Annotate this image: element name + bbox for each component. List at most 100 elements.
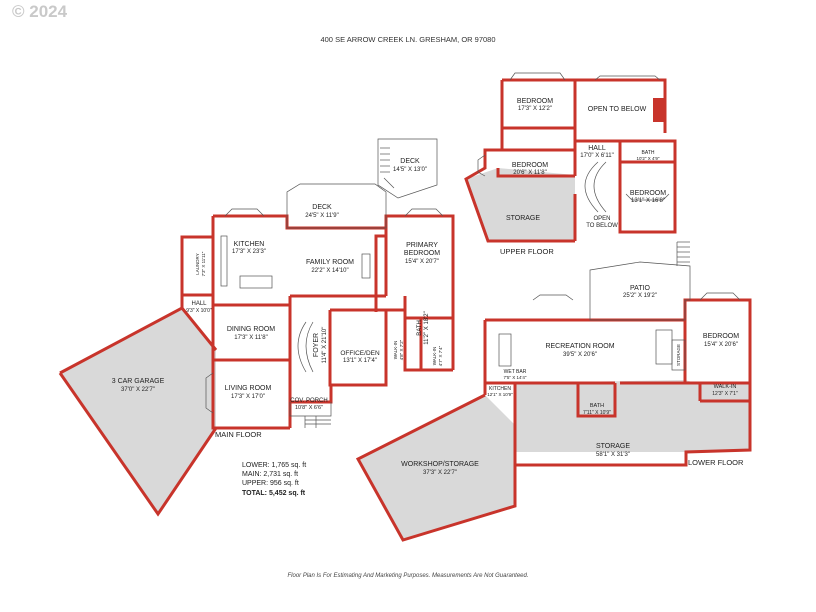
disclaimer-note: Floor Plan Is For Estimating And Marketi… (287, 573, 529, 579)
open-below-stair-name2: TO BELOW (586, 223, 618, 229)
kitchen-bay (224, 208, 265, 217)
bedroom-lower-name: BEDROOM (703, 333, 739, 340)
patio-dim: 25'2" X 19'2" (623, 293, 657, 299)
bedroom-up3-name: BEDROOM (630, 190, 666, 197)
deck-main-name: DECK (312, 204, 332, 211)
hall-up-name: HALL (588, 145, 606, 152)
garage-dim: 37'0" X 22'7" (121, 387, 155, 393)
property-address: 400 SE ARROW CREEK LN. GRESHAM, OR 97080 (320, 35, 496, 44)
copyright-watermark: © 2024 (12, 2, 68, 21)
office-dim: 13'1" X 17'4" (343, 358, 377, 364)
storage-lower-name: STORAGE (596, 443, 630, 450)
kitchen-counter (220, 235, 228, 287)
bedroom-up1-name: BEDROOM (517, 98, 553, 105)
deck-main-outline (286, 183, 387, 229)
laundry-name: LAUNDRY (195, 253, 200, 274)
storage-small-name: STORAGE (676, 344, 681, 366)
office-name: OFFICE/DEN (340, 350, 380, 357)
bath-primary-name: BATH (417, 320, 423, 336)
bath-lower-name: BATH (590, 403, 604, 409)
lower-floor-label: LOWER FLOOR (688, 458, 744, 467)
bath-up-dim: 10'2" X 4'9" (637, 156, 660, 161)
bedroom-up2-dim: 20'6" X 11'8" (513, 170, 546, 176)
upper-floor-walls (464, 78, 677, 243)
kitchen-island (239, 275, 273, 289)
bedroom-lower-dim: 15'4" X 20'6" (704, 342, 738, 348)
foyer-name: FOYER (313, 333, 320, 357)
open-below-bay (594, 75, 661, 81)
upper-bay (509, 72, 566, 81)
walkin2-name: WALK-IN (432, 347, 437, 366)
fireplace (361, 253, 371, 279)
primary-bedroom-name2: BEDROOM (404, 250, 440, 257)
dining-room-dim: 17'3" X 11'8" (234, 335, 267, 341)
primary-bedroom-dim: 15'4" X 20'7" (405, 259, 439, 265)
bedroom-up2-name: BEDROOM (512, 162, 548, 169)
living-room-name: LIVING ROOM (225, 385, 272, 392)
deck-main-dim: 24'5" X 11'9" (305, 213, 338, 219)
walkin-lower-name: WALK-IN (714, 384, 737, 390)
wet-bar-dim: 7'5" X 14'4" (504, 375, 527, 380)
kitchen-name: KITCHEN (234, 241, 265, 248)
kitchen-lower-name: KITCHEN (489, 386, 511, 392)
walkin2-dim: 4'7" X 7'4" (438, 345, 443, 366)
storage-up-fill (466, 168, 575, 241)
wet-bar-counter (498, 333, 512, 367)
square-footage-summary: LOWER: 1,765 sq. ft MAIN: 2,731 sq. ft U… (242, 461, 306, 498)
patio-name: PATIO (630, 285, 651, 292)
living-room-dim: 17'3" X 17'0" (231, 394, 265, 400)
workshop-name: WORKSHOP/STORAGE (401, 461, 479, 468)
storage-up-name: STORAGE (506, 215, 540, 222)
hall-main-name: HALL (191, 301, 207, 307)
garage-fill (60, 308, 216, 514)
deck-top-name: DECK (400, 158, 420, 165)
walkin-lower-fill (620, 383, 750, 401)
wet-bar-name: WET BAR (504, 369, 527, 375)
recreation-room-dim: 39'5" X 20'6" (563, 352, 597, 358)
deck-top-outline (377, 138, 438, 199)
laundry-dim: 7'3" X 11'11" (201, 251, 206, 276)
bedroom-up1-dim: 17'3" X 12'2" (518, 106, 552, 112)
walkin-lower-dim: 12'3" X 7'1" (712, 391, 738, 397)
sqft-main: MAIN: 2,731 sq. ft (242, 471, 299, 479)
walkin1-dim: 4'8" X 7'2" (399, 339, 404, 360)
deck-top-dim: 14'5" X 13'0" (393, 167, 427, 173)
storage-lower-dim: 58'1" X 31'3" (596, 452, 630, 458)
recreation-room-name: RECREATION ROOM (545, 343, 614, 350)
living-bay (205, 372, 214, 414)
hall-main-dim: 9'3" X 10'0" (186, 308, 212, 314)
upper-bedroom2-bay (477, 154, 486, 177)
sqft-upper: UPPER: 956 sq. ft (242, 480, 299, 488)
family-room-dim: 22'2" X 14'10" (311, 268, 348, 274)
porch-steps (304, 416, 331, 428)
lower-stair (655, 329, 673, 365)
storage-small-outline (671, 339, 686, 371)
patio-stairs (676, 241, 690, 266)
bedroom-up3-dim: 13'1" X 16'8" (631, 198, 665, 204)
primary-bedroom-name: PRIMARY (406, 242, 438, 249)
bath-lower-dim: 7'11" X 10'9" (583, 410, 611, 416)
upper-floor-label: UPPER FLOOR (500, 247, 554, 256)
walkin1-name: WALK-IN (393, 341, 398, 360)
sqft-lower: LOWER: 1,765 sq. ft (242, 462, 307, 469)
rec-bay (532, 294, 574, 301)
sqft-total: TOTAL: 5,452 sq. ft (242, 489, 306, 497)
kitchen-lower-dim: 12'1" X 10'9" (487, 392, 513, 397)
workshop-dim: 37'3" X 22'7" (423, 470, 457, 476)
foyer-stair-outer (297, 321, 307, 373)
upper-stair-outer (584, 161, 599, 213)
kitchen-dim: 17'3" X 23'3" (232, 249, 266, 255)
foyer-dim: 11'4" X 21'10" (322, 327, 328, 364)
upper-bedroom3-bay (625, 193, 670, 201)
hall-up-dim: 17'0" X 6'11" (580, 153, 613, 159)
bath-primary-dim: 11'2" X 18'2" (424, 311, 430, 344)
open-below-name: OPEN TO BELOW (588, 106, 647, 113)
open-below-railing (653, 98, 664, 122)
bath-up-name: BATH (642, 150, 655, 156)
garage-name: 3 CAR GARAGE (112, 378, 165, 385)
family-room-name: FAMILY ROOM (306, 259, 354, 266)
primary-bay (404, 208, 444, 217)
foyer-stair-inner (305, 321, 314, 373)
workshop-fill (358, 395, 514, 540)
